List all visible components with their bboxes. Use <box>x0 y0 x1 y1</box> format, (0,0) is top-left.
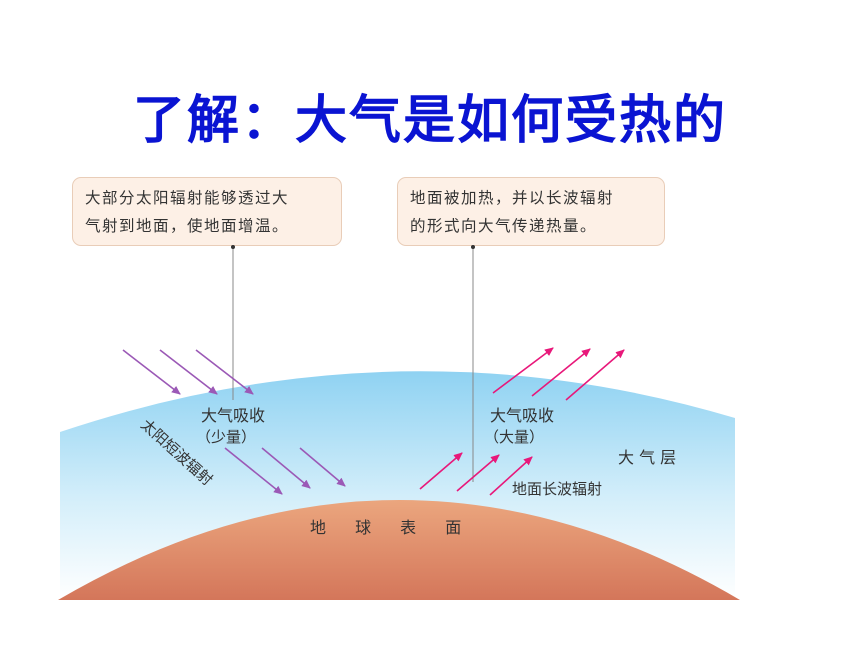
solar-arrow <box>122 349 181 395</box>
ground-arrow <box>492 347 554 394</box>
ground-arrow <box>489 456 533 496</box>
callout-ground-radiation: 地面被加热，并以长波辐射 的形式向大气传递热量。 <box>397 177 665 246</box>
atmosphere-label: 大 气 层 <box>618 448 676 467</box>
callout-left-line1: 大部分太阳辐射能够透过大 <box>85 189 290 207</box>
ground-arrow <box>565 349 625 401</box>
ground-arrows-lower <box>419 452 533 496</box>
callout-left-line2: 气射到地面，使地面增温。 <box>85 217 290 235</box>
solar-arrow <box>299 447 346 487</box>
ground-radiation-label: 地面长波辐射 <box>512 480 602 498</box>
solar-arrow <box>261 447 311 489</box>
ground-arrow <box>531 348 591 397</box>
solar-arrow <box>195 349 254 395</box>
callout-right-line2: 的形式向大气传递热量。 <box>410 217 598 235</box>
ground-arrow <box>456 454 500 492</box>
callout-right-line1: 地面被加热，并以长波辐射 <box>410 189 615 207</box>
absorb-left-label: 大气吸收 <box>201 406 265 425</box>
solar-arrows-incoming <box>122 349 254 395</box>
earth-surface-label: 地 球 表 面 <box>310 518 473 537</box>
leader-dot-right <box>471 245 475 249</box>
earth-surface <box>58 500 740 600</box>
absorb-right-label: 大气吸收 <box>490 406 554 425</box>
solar-arrow <box>224 447 283 495</box>
solar-arrow <box>159 349 218 395</box>
solar-arrows-ground <box>224 447 346 495</box>
callout-solar-radiation: 大部分太阳辐射能够透过大 气射到地面，使地面增温。 <box>72 177 342 246</box>
absorb-right-amount: （大量） <box>484 428 544 446</box>
absorb-left-amount: （少量） <box>196 428 256 446</box>
page-title: 了解：大气是如何受热的 <box>132 90 727 151</box>
ground-arrow <box>419 452 463 490</box>
leader-dot-left <box>231 245 235 249</box>
ground-arrows-upper <box>492 347 625 401</box>
